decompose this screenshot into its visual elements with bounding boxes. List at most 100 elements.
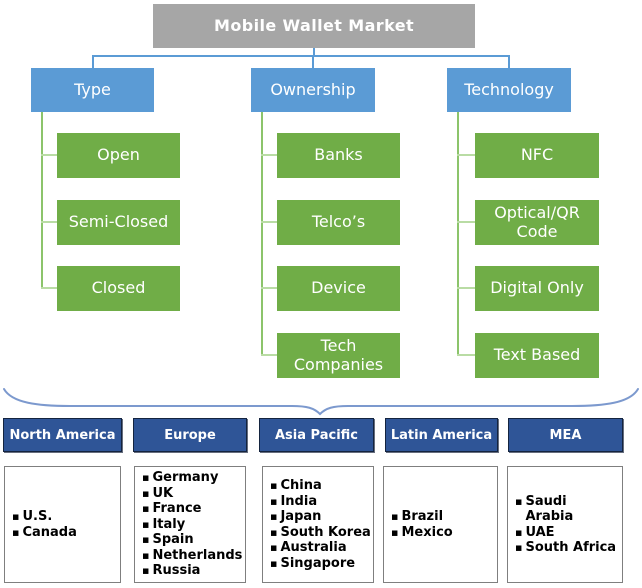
country-label: Russia	[152, 563, 201, 579]
bullet-icon	[12, 509, 19, 525]
child-telcos: Telco’s	[277, 200, 400, 245]
bullet-icon	[391, 509, 398, 525]
country-item: UAE	[515, 525, 620, 541]
region-header-europe: Europe	[133, 418, 247, 452]
region-header-mea: MEA	[508, 418, 623, 452]
country-item: Russia	[142, 563, 243, 579]
bullet-icon	[142, 548, 149, 564]
country-label: South Korea	[280, 524, 371, 540]
country-item: Brazil	[391, 509, 495, 525]
country-label: Netherlands	[152, 547, 243, 563]
connector-line	[457, 354, 475, 356]
country-label: South Africa	[525, 540, 617, 555]
country-label: Brazil	[401, 509, 444, 524]
country-label: Saudi Arabia	[525, 493, 574, 525]
curly-brace	[0, 383, 642, 417]
branch-type: Type	[31, 68, 154, 112]
bullet-icon	[142, 517, 149, 533]
country-label: Germany	[152, 470, 219, 486]
country-label: Spain	[152, 532, 194, 548]
country-item: Mexico	[391, 525, 495, 541]
country-label: U.S.	[22, 509, 53, 524]
region-list-mea: Saudi Arabia UAE South Africa	[507, 466, 623, 583]
connector-line	[261, 287, 277, 289]
region-list-latin-america: Brazil Mexico	[383, 466, 498, 583]
connector-line	[457, 112, 459, 356]
bullet-icon	[270, 494, 277, 510]
country-item: Italy	[142, 517, 243, 533]
bullet-icon	[515, 494, 522, 510]
connector-line	[261, 221, 277, 223]
country-item: Netherlands	[142, 548, 243, 564]
child-semi-closed: Semi-Closed	[57, 200, 180, 245]
child-text-based: Text Based	[475, 333, 599, 378]
bullet-icon	[142, 486, 149, 502]
connector-line	[261, 112, 263, 356]
bullet-icon	[391, 525, 398, 541]
bullet-icon	[270, 478, 277, 494]
child-nfc: NFC	[475, 133, 599, 178]
country-item: Saudi Arabia	[515, 494, 620, 525]
country-label: India	[280, 493, 318, 509]
connector-line	[457, 221, 475, 223]
country-item: France	[142, 501, 243, 517]
connector-line	[457, 287, 475, 289]
country-item: U.S.	[12, 509, 118, 525]
bullet-icon	[515, 525, 522, 541]
bullet-icon	[12, 525, 19, 541]
bullet-icon	[270, 525, 277, 541]
country-label: UK	[152, 485, 174, 501]
country-item: Canada	[12, 525, 118, 541]
country-item: India	[270, 494, 371, 510]
child-device: Device	[277, 266, 400, 311]
country-label: Japan	[280, 509, 322, 524]
connector-line	[313, 48, 315, 56]
country-label: China	[280, 478, 322, 493]
bullet-icon	[270, 556, 277, 572]
connector-line	[41, 221, 57, 223]
branch-ownership: Ownership	[251, 68, 375, 112]
child-tech-companies: Tech Companies	[277, 333, 400, 378]
connector-line	[312, 55, 314, 68]
country-label: Italy	[152, 516, 186, 532]
country-label: UAE	[525, 524, 555, 540]
connector-line	[41, 112, 43, 289]
child-open: Open	[57, 133, 180, 178]
child-banks: Banks	[277, 133, 400, 178]
region-header-latin-america: Latin America	[385, 418, 498, 452]
region-list-europe: Germany UK France Italy Spain Netherland…	[134, 466, 246, 583]
country-item: South Korea	[270, 525, 371, 541]
bullet-icon	[515, 540, 522, 556]
child-optical-qr-code: Optical/QR Code	[475, 200, 599, 245]
country-item: South Africa	[515, 540, 620, 556]
root-node: Mobile Wallet Market	[153, 4, 475, 48]
country-item: China	[270, 478, 371, 494]
connector-line	[41, 287, 57, 289]
country-item: Germany	[142, 470, 243, 486]
bullet-icon	[270, 509, 277, 525]
bullet-icon	[270, 540, 277, 556]
country-label: Singapore	[280, 555, 356, 571]
connector-line	[92, 55, 510, 57]
country-label: France	[152, 501, 202, 517]
country-item: Spain	[142, 532, 243, 548]
bullet-icon	[142, 470, 149, 486]
bullet-icon	[142, 563, 149, 579]
connector-line	[261, 354, 277, 356]
country-item: UK	[142, 486, 243, 502]
child-digital-only: Digital Only	[475, 266, 599, 311]
bullet-icon	[142, 532, 149, 548]
connector-line	[41, 154, 57, 156]
child-closed: Closed	[57, 266, 180, 311]
region-header-north-america: North America	[3, 418, 122, 452]
bullet-icon	[142, 501, 149, 517]
connector-line	[457, 154, 475, 156]
country-label: Australia	[280, 540, 347, 555]
country-label: Canada	[22, 524, 77, 540]
connector-line	[92, 55, 94, 68]
region-list-asia-pacific: China India Japan South Korea Australia …	[262, 466, 374, 583]
region-list-north-america: U.S. Canada	[4, 466, 121, 583]
country-item: Australia	[270, 540, 371, 556]
country-item: Singapore	[270, 556, 371, 572]
